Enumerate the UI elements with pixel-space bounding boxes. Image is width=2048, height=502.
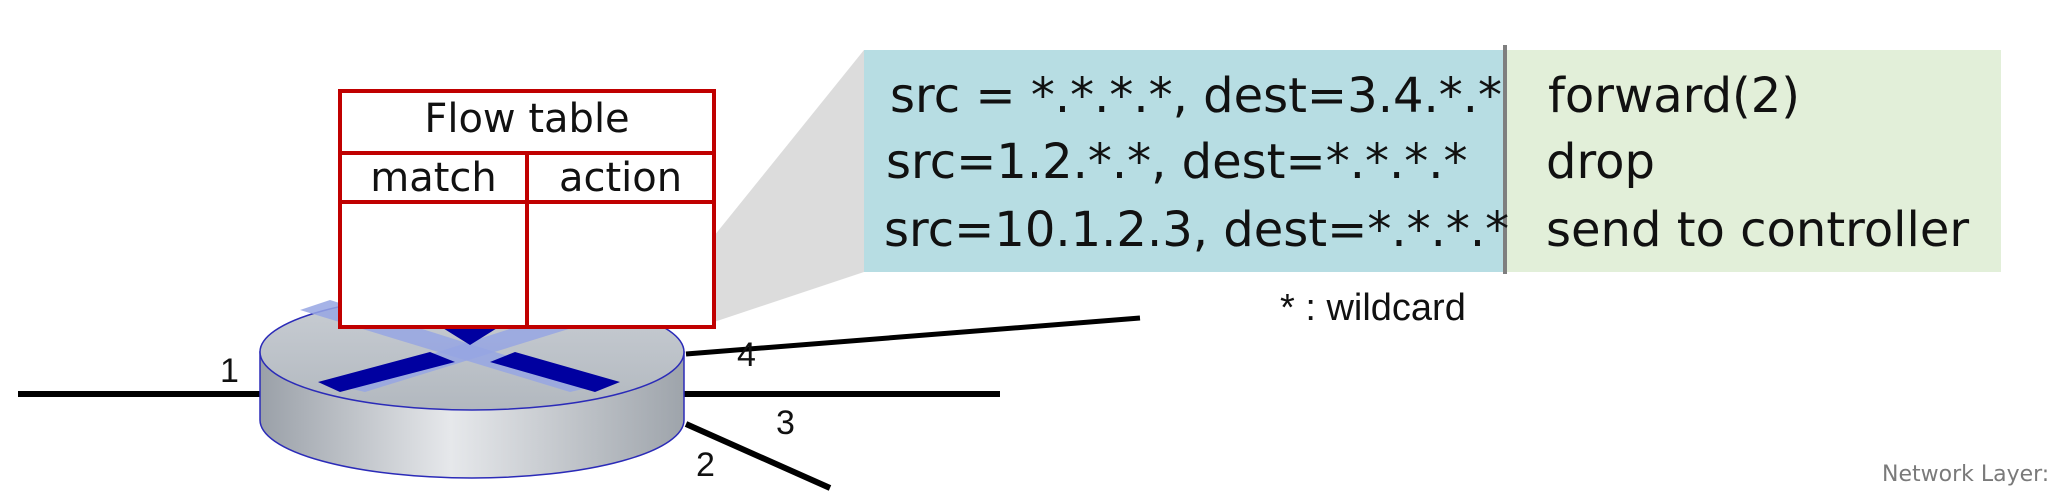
zoom-wedge [714, 50, 864, 322]
port-label-1: 1 [220, 352, 239, 390]
flow-table-box [338, 89, 716, 329]
flow-table-title: Flow table [424, 96, 630, 142]
wildcard-note: * : wildcard [1280, 287, 1466, 329]
rule-match: src = *.*.*.*, dest=3.4.*.* [890, 68, 1502, 124]
port-label-4: 4 [737, 336, 756, 374]
action-column-bg [1506, 50, 2001, 272]
rule-action: drop [1546, 134, 1655, 190]
link-port-2 [684, 421, 832, 491]
rule-match: src=10.1.2.3, dest=*.*.*.* [884, 202, 1510, 258]
rule-action: send to controller [1546, 202, 1970, 258]
footer-label: Network Layer: [1882, 462, 2048, 487]
rule-match: src=1.2.*.*, dest=*.*.*.* [886, 134, 1468, 190]
rule-action: forward(2) [1548, 68, 1801, 124]
flow-table-action-header: action [558, 155, 683, 201]
link-port-4 [685, 315, 1141, 357]
match-column-bg [864, 50, 1504, 272]
flow-table-match-header: match [370, 155, 497, 201]
port-label-2: 2 [696, 446, 715, 484]
port-label-3: 3 [776, 404, 795, 442]
